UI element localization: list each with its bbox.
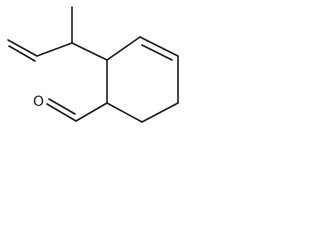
ring-double-bond-outer [139, 36, 179, 57]
carbonyl-double-bond-inner [48, 98, 76, 115]
sidechain-to-ring-bond [71, 42, 108, 61]
ring-bond-c4-c5 [141, 102, 179, 123]
ring-double-bond-inner [141, 44, 173, 61]
vinyl-double-bond-inner [8, 45, 36, 62]
oxygen-atom-label: O [33, 94, 44, 110]
vinyl-double-bond-outer [7, 39, 38, 57]
ring-to-carbonyl-bond [75, 102, 108, 122]
ring-bond-c5-c6 [106, 102, 143, 123]
carbonyl-double-bond-outer [46, 103, 77, 122]
vinyl-to-methine-bond [36, 42, 73, 57]
molecule-structure-diagram: O [7, 6, 179, 123]
ring-bond-c1-c2 [106, 36, 141, 61]
